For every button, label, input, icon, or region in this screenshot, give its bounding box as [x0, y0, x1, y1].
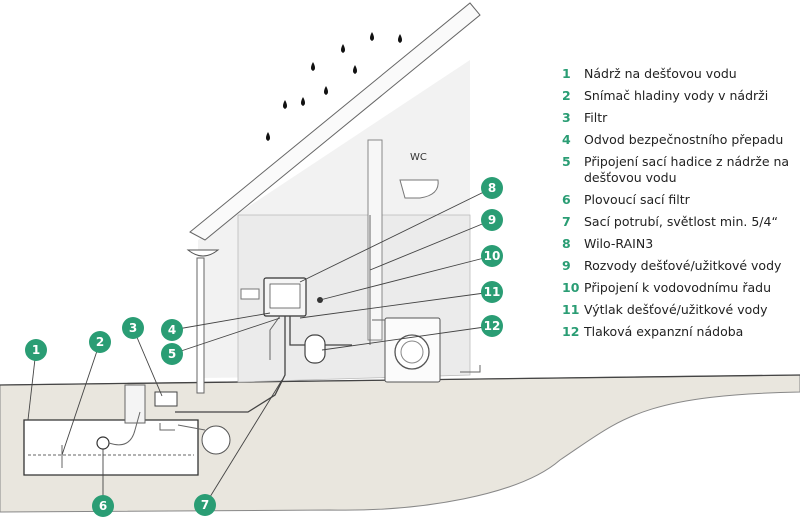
svg-text:1: 1 [32, 343, 40, 357]
svg-text:6: 6 [99, 499, 107, 513]
wall-socket [240, 288, 260, 300]
svg-text:3: 3 [129, 321, 137, 335]
floating-filter [96, 436, 110, 450]
svg-text:8: 8 [488, 181, 496, 195]
roof [189, 2, 481, 241]
svg-text:9: 9 [488, 213, 496, 227]
svg-text:5: 5 [168, 347, 176, 361]
rain-drops [266, 32, 402, 141]
gutter [186, 249, 220, 257]
system-pipes [175, 316, 286, 413]
svg-text:12: 12 [484, 319, 501, 333]
expansion-vessel [304, 334, 326, 364]
overflow-pit [201, 425, 231, 455]
svg-text:4: 4 [168, 323, 176, 337]
callout-badges: 1 2 3 4 5 6 7 8 9 10 11 12 [25, 177, 503, 517]
room-label: WC [410, 152, 427, 163]
svg-text:10: 10 [484, 249, 501, 263]
svg-text:2: 2 [96, 335, 104, 349]
svg-text:11: 11 [484, 285, 501, 299]
ground [0, 374, 800, 513]
svg-text:7: 7 [201, 498, 209, 512]
wc-bowl [399, 179, 439, 199]
filter-box [154, 391, 178, 407]
rainwater-tank [23, 419, 199, 476]
tank-inlet-shaft [124, 384, 146, 424]
wc-cistern [367, 139, 383, 341]
